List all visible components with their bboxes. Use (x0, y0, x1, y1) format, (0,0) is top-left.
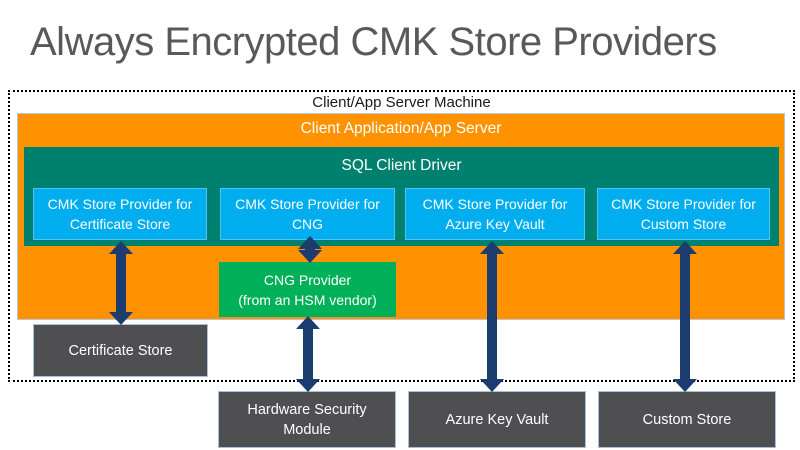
store-box-hardware-security-module: Hardware Security Module (218, 391, 396, 448)
provider-box-certificate-store: CMK Store Provider for Certificate Store (33, 188, 207, 240)
machine-label: Client/App Server Machine (312, 94, 491, 111)
arrow-azure-key-vault (480, 241, 504, 392)
sql-client-driver-label: SQL Client Driver (341, 157, 462, 174)
provider-label-line1: CMK Store Provider for (47, 196, 193, 212)
arrow-down-icon (298, 250, 322, 263)
arrow-up-icon (298, 236, 322, 249)
arrow-down-icon (109, 312, 133, 325)
cng-provider-box: CNG Provider (from an HSM vendor) (219, 262, 396, 317)
arrow-custom-store (673, 241, 697, 392)
sql-client-driver-box: SQL Client Driver CMK Store Provider for… (24, 147, 779, 246)
store-box-certificate-store: Certificate Store (33, 324, 208, 377)
store-label: Azure Key Vault (445, 411, 549, 428)
cng-provider-label-line2: (from an HSM vendor) (238, 291, 377, 308)
store-label: Hardware Security Module (247, 401, 367, 438)
arrow-cng-provider (298, 236, 322, 263)
store-label: Custom Store (642, 411, 732, 428)
store-box-azure-key-vault: Azure Key Vault (408, 391, 586, 448)
provider-label-line1: CMK Store Provider for (422, 196, 568, 212)
arrow-down-icon (296, 379, 320, 392)
provider-label-line2: Certificate Store (69, 216, 171, 232)
cng-provider-label-line1: CNG Provider (263, 271, 352, 288)
arrow-up-icon (296, 316, 320, 329)
provider-label-line1: CMK Store Provider for (235, 196, 380, 212)
provider-label-line2: Azure Key Vault (445, 216, 545, 232)
provider-label-line2: CNG (291, 216, 324, 232)
arrow-certificate-store (109, 241, 133, 325)
arrow-up-icon (673, 241, 697, 254)
page-title: Always Encrypted CMK Store Providers (30, 20, 717, 64)
provider-box-cng: CMK Store Provider for CNG (220, 188, 395, 240)
arrow-down-icon (480, 379, 504, 392)
arrow-down-icon (673, 379, 697, 392)
store-label: Certificate Store (68, 342, 173, 359)
arrow-hardware-security-module (296, 316, 320, 392)
provider-label-line1: CMK Store Provider for (611, 196, 756, 212)
client-application-label: Client Application/App Server (300, 120, 502, 137)
provider-label-line2: Custom Store (640, 216, 727, 232)
arrow-up-icon (480, 241, 504, 254)
provider-box-azure-key-vault: CMK Store Provider for Azure Key Vault (405, 188, 585, 240)
store-box-custom-store: Custom Store (598, 391, 776, 448)
client-app-server-machine-boundary: Client/App Server Machine Client Applica… (8, 90, 795, 382)
provider-box-custom-store: CMK Store Provider for Custom Store (597, 188, 770, 240)
arrow-up-icon (109, 241, 133, 254)
client-application-box: Client Application/App Server SQL Client… (17, 113, 785, 320)
